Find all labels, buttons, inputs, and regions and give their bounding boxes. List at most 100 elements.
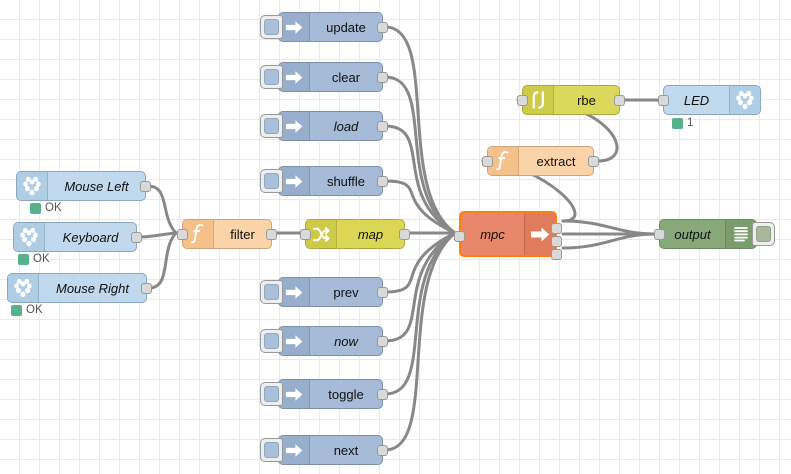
output-port-1[interactable] xyxy=(551,223,562,234)
inject-button[interactable] xyxy=(260,65,283,89)
input-port[interactable] xyxy=(658,94,669,106)
node-inject-now[interactable]: now xyxy=(260,326,388,356)
node-label: mpc xyxy=(480,226,505,242)
wire-clear-mpc xyxy=(383,75,457,235)
node-label: clear xyxy=(331,69,361,85)
output-port[interactable] xyxy=(588,155,599,167)
node-inject-clear[interactable]: clear xyxy=(260,62,388,92)
shuffle-icon xyxy=(306,220,337,248)
wire-now-mpc xyxy=(383,231,457,343)
function-f-icon xyxy=(488,147,519,175)
inject-button[interactable] xyxy=(260,382,283,406)
output-port[interactable] xyxy=(377,71,388,83)
status-text: OK xyxy=(33,253,50,265)
output-port[interactable] xyxy=(141,282,152,294)
status-dot xyxy=(18,253,29,265)
node-keyboard[interactable]: Keyboard xyxy=(13,222,142,252)
node-label: shuffle xyxy=(326,173,366,189)
node-led[interactable]: LED xyxy=(658,85,761,115)
node-mpc[interactable]: mpc xyxy=(454,211,562,260)
inject-arrow-icon xyxy=(279,380,310,408)
node-label: prev xyxy=(333,284,359,300)
inject-arrow-icon xyxy=(279,436,310,464)
input-port[interactable] xyxy=(517,94,528,106)
output-port-3[interactable] xyxy=(551,249,562,260)
status-dot xyxy=(30,202,41,214)
node-label: LED xyxy=(683,92,710,108)
node-inject-prev[interactable]: prev xyxy=(260,277,388,307)
wire-toggle-mpc xyxy=(383,231,457,396)
output-port[interactable] xyxy=(140,180,151,192)
wire-keyboard-filter xyxy=(137,231,178,239)
debug-lines-icon xyxy=(725,220,756,248)
node-label: load xyxy=(333,118,359,134)
wire-update-mpc xyxy=(383,25,457,235)
input-port[interactable] xyxy=(454,230,465,242)
node-mouse-right[interactable]: Mouse Right xyxy=(7,273,152,303)
node-label: Keyboard xyxy=(62,229,119,245)
node-label: Mouse Left xyxy=(64,178,129,194)
inject-button[interactable] xyxy=(260,114,283,138)
raspberry-pi-icon xyxy=(729,86,760,114)
node-filter[interactable]: filter xyxy=(177,219,277,249)
output-port[interactable] xyxy=(377,120,388,132)
node-label: Mouse Right xyxy=(56,280,129,296)
output-port[interactable] xyxy=(377,21,388,33)
wire-mouse-left-filter xyxy=(146,184,178,235)
node-rbe[interactable]: rbe xyxy=(517,85,625,115)
node-mouse-left[interactable]: Mouse Left xyxy=(16,171,151,201)
inject-arrow-icon xyxy=(524,213,555,255)
function-f-icon xyxy=(183,220,214,248)
debug-toggle-button[interactable] xyxy=(752,222,775,246)
inject-button[interactable] xyxy=(260,15,283,39)
wire-next-mpc xyxy=(383,231,457,452)
inject-arrow-icon xyxy=(279,327,310,355)
wire-mouse-right-filter xyxy=(147,231,178,290)
status-text: OK xyxy=(45,202,62,214)
node-map[interactable]: map xyxy=(300,219,410,249)
output-port-2[interactable] xyxy=(551,236,562,247)
node-label: update xyxy=(326,19,366,35)
output-port[interactable] xyxy=(377,444,388,456)
output-port[interactable] xyxy=(266,228,277,240)
node-inject-toggle[interactable]: toggle xyxy=(260,379,388,409)
wire-load-mpc xyxy=(383,124,457,235)
output-port[interactable] xyxy=(399,228,410,240)
node-inject-load[interactable]: load xyxy=(260,111,388,141)
node-output-debug[interactable]: output xyxy=(654,219,775,249)
node-label: toggle xyxy=(328,386,364,402)
status-text: OK xyxy=(26,304,43,316)
raspberry-pi-icon xyxy=(8,274,39,302)
node-label: rbe xyxy=(577,92,596,108)
inject-button[interactable] xyxy=(260,329,283,353)
input-port[interactable] xyxy=(300,228,311,240)
output-port[interactable] xyxy=(377,388,388,400)
node-inject-update[interactable]: update xyxy=(260,12,388,42)
inject-arrow-icon xyxy=(279,278,310,306)
node-label: filter xyxy=(230,226,255,242)
output-port[interactable] xyxy=(131,231,142,243)
node-label: now xyxy=(334,333,358,349)
node-extract[interactable]: extract xyxy=(482,146,599,176)
inject-arrow-icon xyxy=(279,112,310,140)
inject-button[interactable] xyxy=(260,438,283,462)
node-label: next xyxy=(333,442,359,458)
wire-mpc-output-3 xyxy=(561,232,657,250)
inject-button[interactable] xyxy=(260,280,283,304)
input-port[interactable] xyxy=(654,228,665,240)
inject-button[interactable] xyxy=(260,169,283,193)
status-text: 1 xyxy=(687,117,694,129)
output-port[interactable] xyxy=(377,335,388,347)
input-port[interactable] xyxy=(482,155,493,167)
node-inject-shuffle[interactable]: shuffle xyxy=(260,166,388,196)
input-port[interactable] xyxy=(177,228,188,240)
status-mouse-right: OK xyxy=(11,304,43,316)
raspberry-pi-icon xyxy=(14,223,45,251)
node-inject-next[interactable]: next xyxy=(260,435,388,465)
output-port[interactable] xyxy=(614,94,625,106)
output-port[interactable] xyxy=(377,286,388,298)
inject-arrow-icon xyxy=(279,167,310,195)
output-port[interactable] xyxy=(377,175,388,187)
status-keyboard: OK xyxy=(18,253,50,265)
